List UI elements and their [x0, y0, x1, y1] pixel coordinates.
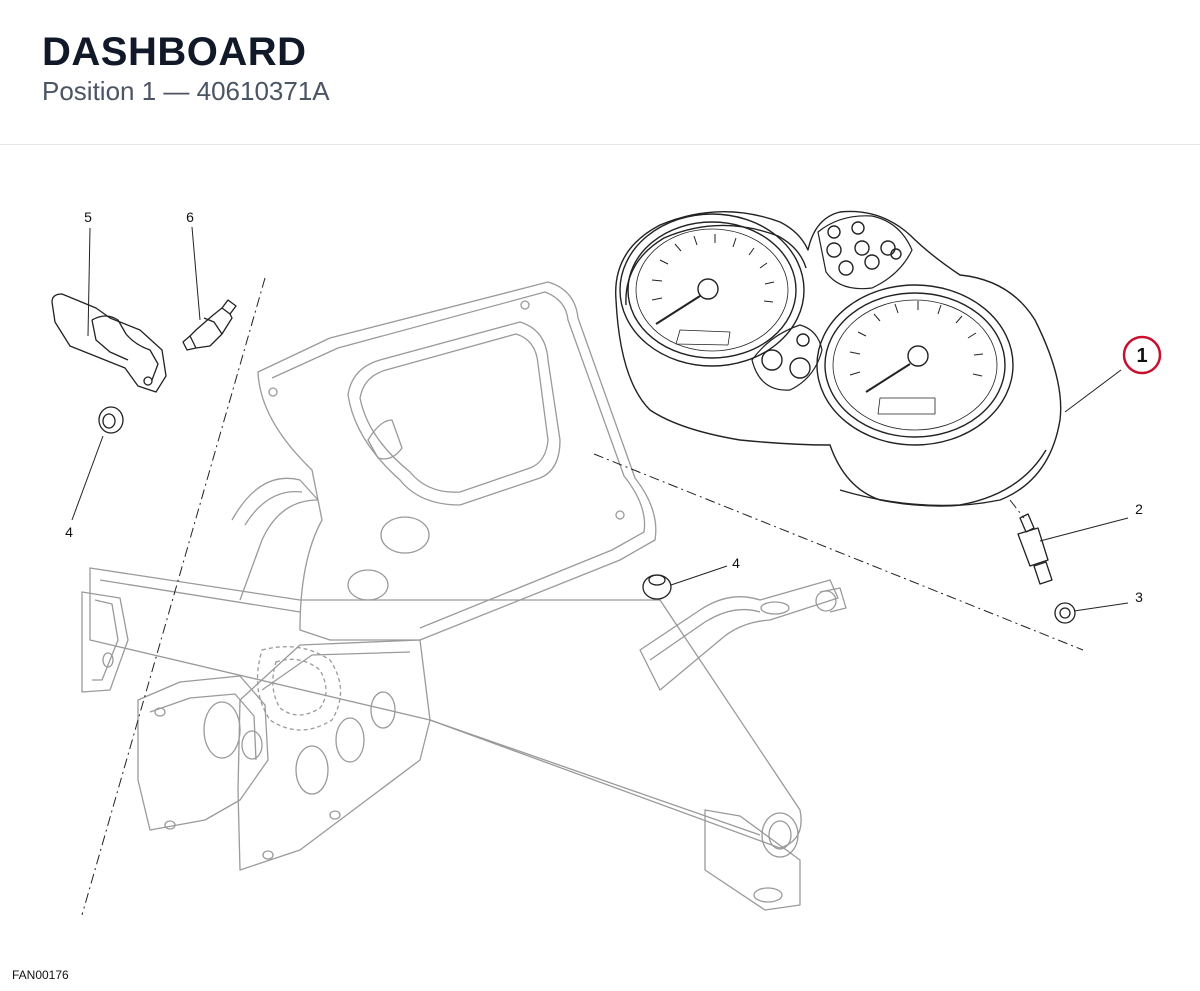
part-4-grommet-right	[642, 574, 672, 600]
part-6-standoff	[182, 299, 237, 351]
part-3-nut	[1054, 602, 1076, 624]
callout-1[interactable]: 1	[1122, 335, 1162, 375]
dashboard-mounting-frame	[81, 281, 847, 911]
callout-4-left[interactable]: 4	[65, 524, 73, 540]
page-subtitle: Position 1 — 40610371A	[42, 76, 330, 106]
highlight-ring	[1122, 335, 1162, 375]
callout-5[interactable]: 5	[84, 209, 92, 225]
callout-6[interactable]: 6	[186, 209, 194, 225]
alignment-lines	[81, 277, 1084, 916]
diagram-reference-code: FAN00176	[12, 968, 69, 982]
page-header: DASHBOARD Position 1 — 40610371A	[0, 0, 1200, 145]
callout-2[interactable]: 2	[1135, 501, 1143, 517]
callout-4-right[interactable]: 4	[732, 555, 740, 571]
part-4-nut-left	[98, 406, 124, 434]
callout-3[interactable]: 3	[1135, 589, 1143, 605]
part-2-stud	[1017, 513, 1053, 585]
leader-lines	[71, 226, 1129, 612]
callout-label: 1	[1136, 345, 1147, 367]
instrument-cluster	[615, 210, 1062, 507]
page-title: DASHBOARD	[42, 30, 307, 74]
part-5-bracket	[51, 293, 167, 393]
